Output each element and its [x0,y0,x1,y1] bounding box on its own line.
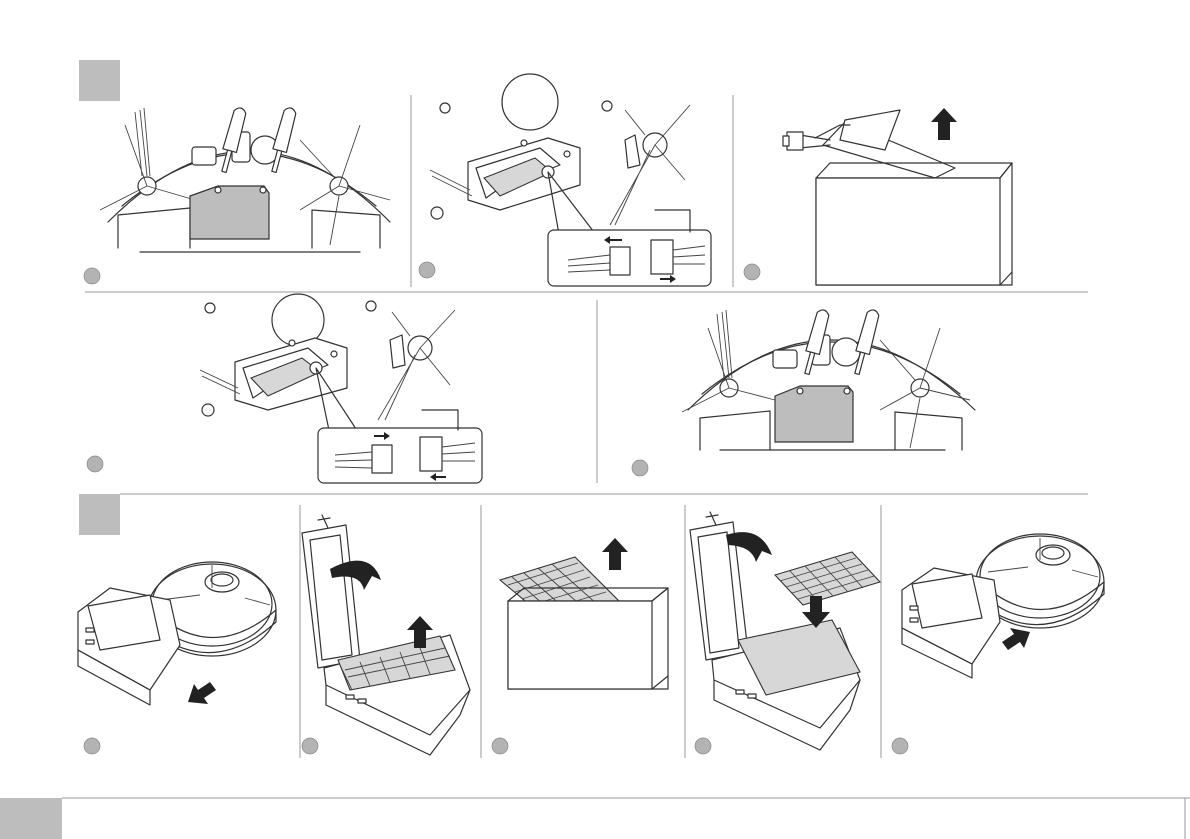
connector-zoom-inset [318,428,482,483]
step-number-badge [84,738,100,754]
step-number-badge [302,738,318,754]
footer-page-tab [0,798,62,839]
step-disconnect-battery-connector [419,74,711,286]
step-number-badge [892,738,908,754]
step-number-badge [632,460,648,476]
section-b-marker [79,494,120,535]
step-insert-new-filter [690,512,880,754]
battery-cover [190,186,269,239]
step-lift-out-old-battery [744,108,1012,285]
step-number-badge [84,268,100,284]
step-remove-old-filter [492,538,668,754]
step-slide-dust-bin-back-in [892,534,1104,754]
step-open-lid-lift-out-filter [302,515,470,755]
step-unscrew-battery-cover [84,106,390,284]
step-number-badge [87,456,103,472]
step-number-badge [744,264,760,280]
step-number-badge [492,738,508,754]
step-number-badge [419,262,435,278]
section-a-marker [79,60,120,101]
step-connect-new-battery-connector [87,294,482,483]
step-number-badge [695,738,711,754]
step-screw-on-battery-cover [632,308,975,476]
step-pull-out-dust-bin [78,562,276,754]
battery-cover [775,386,853,442]
